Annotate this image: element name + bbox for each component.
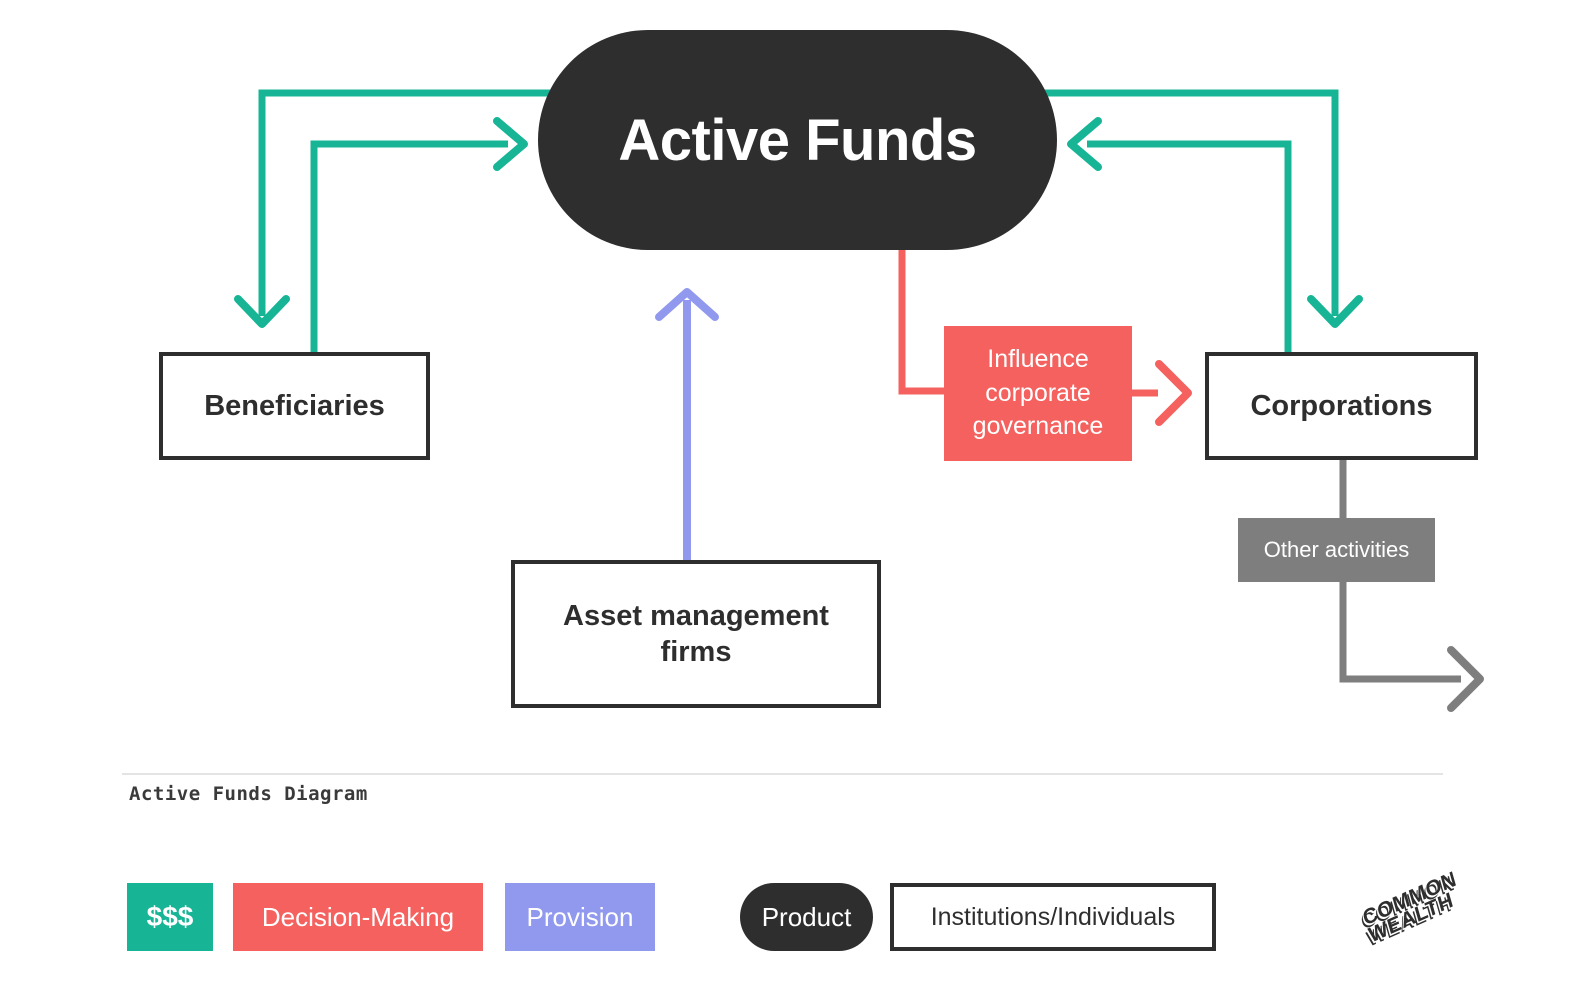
legend-provision: Provision	[505, 883, 655, 951]
arrow-beneficiaries-to-activefunds	[310, 140, 508, 354]
arrowhead-left-activefunds	[1067, 117, 1102, 171]
arrowhead-right-corporations	[1155, 360, 1192, 426]
commonwealth-logo: COMMON WEALTH	[1352, 862, 1472, 954]
commonwealth-logo-text: COMMON WEALTH	[1360, 867, 1464, 948]
node-asset-management-firms: Asset management firms	[511, 560, 881, 708]
arrow-corporations-to-activefunds	[1087, 140, 1292, 354]
arrowhead-up-activefunds	[655, 288, 719, 321]
arrowhead-down-beneficiaries	[234, 295, 290, 328]
node-corporations: Corporations	[1205, 352, 1478, 460]
node-active-funds: Active Funds	[538, 30, 1057, 250]
arrowhead-right-activefunds	[493, 117, 528, 171]
arrowhead-right-out	[1447, 646, 1484, 712]
arrowhead-down-corporations	[1307, 295, 1363, 328]
legend-institutions-individuals: Institutions/Individuals	[890, 883, 1216, 951]
footer-divider	[122, 773, 1443, 775]
node-beneficiaries: Beneficiaries	[159, 352, 430, 460]
node-influence-corporate-governance: Influence corporate governance	[944, 326, 1132, 461]
legend-product: Product	[740, 883, 873, 951]
diagram-caption: Active Funds Diagram	[129, 783, 368, 805]
arrow-activefunds-to-influence	[898, 242, 946, 395]
arrow-activefunds-to-corporations	[1020, 89, 1339, 316]
arrow-activefunds-to-beneficiaries	[258, 89, 575, 316]
legend-money: $$$	[127, 883, 213, 951]
legend-decision-making: Decision-Making	[233, 883, 483, 951]
node-other-activities: Other activities	[1238, 518, 1435, 582]
